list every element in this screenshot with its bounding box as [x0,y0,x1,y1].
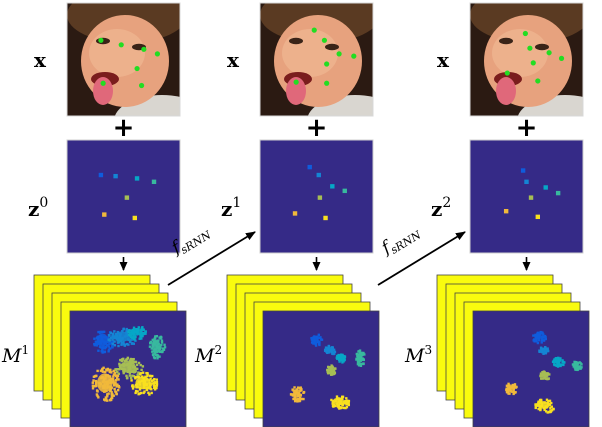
landmark-point [504,70,510,76]
z-landmark-mark [503,208,509,214]
z-landmark-mark [543,185,548,190]
heatmap-blob [538,346,550,355]
heatmap-blob [534,398,555,414]
heatmap-blob [289,386,306,403]
z-landmark-mark [316,172,321,178]
heatmap-blob [127,326,147,341]
landmark-point [527,45,533,51]
z-landmark-mark [132,215,137,221]
heatmap-blob [539,370,551,381]
m-label: M1 [1,343,29,367]
landmark-point [138,82,145,89]
heatmap-blob [330,395,351,410]
landmark-point [118,42,124,48]
z-landmark-mark [113,173,118,179]
input-label: x [34,48,47,72]
landmark-point [351,53,357,59]
z-landmark-mark [528,195,534,200]
z-label: z1 [221,195,241,221]
transition-label: fsRNN [376,220,423,261]
m-label: M2 [194,343,222,367]
heatmap-blob [91,366,121,402]
landmark-point [293,79,299,85]
heatmap-blob [130,371,159,396]
z-label: z2 [431,195,451,221]
z-landmark-mark [317,195,323,200]
landmark-point [324,80,330,86]
z-landmark-mark [292,211,298,216]
landmark-point [321,37,328,43]
landmark-point [535,78,541,84]
heatmap-blob [335,353,347,364]
z-landmark-mark [151,179,157,185]
plus-sign: + [516,113,538,143]
z-landmark-mark [102,212,107,217]
z-landmark-mark [134,176,140,181]
landmark-point [98,37,104,43]
heatmap-blob [93,330,115,354]
landmark-point [530,60,536,66]
z-landmark-mark [535,214,540,220]
m-label: M3 [404,343,432,367]
landmark-point [546,50,552,56]
z-landmark-mark [124,195,130,200]
plus-sign: + [306,113,328,143]
input-label: x [437,48,450,72]
face-image [259,2,374,117]
face-image [469,2,584,117]
heatmap-blob [323,344,337,356]
heatmap-stack [33,274,187,427]
landmark-point [558,55,565,61]
landmark-point [324,61,330,67]
landmark-point [154,51,160,57]
heatmap-blob [310,333,324,347]
heatmap-stack [436,274,590,427]
heatmap-blob [551,356,566,368]
z-landmark-mark [323,215,328,221]
landmark-point [100,80,106,86]
heatmap-blob [505,382,518,396]
heatmap-blob [571,360,583,372]
z-landmark-mark [307,164,312,170]
heatmap-stack [226,274,380,427]
z-label: z0 [28,195,48,221]
z-landmark-mark [98,172,104,178]
z-landmark-mark [342,188,347,194]
heatmap-blob [355,349,366,367]
z-landmark-mark [330,184,335,189]
landmark-point [311,27,317,33]
front-heatmap [262,310,380,427]
landmark-point [141,46,147,52]
z-heatmap [259,139,374,254]
front-heatmap [472,310,590,427]
input-label: x [227,48,240,72]
z-heatmap [469,139,584,254]
heatmap-blob [532,330,547,345]
landmark-point [336,51,342,57]
z-landmark-mark [524,179,529,185]
heatmap-blob [326,364,337,376]
z-heatmap [66,139,181,254]
landmark-point [522,30,528,37]
z-landmark-mark [520,168,526,173]
z-landmark-mark [555,190,561,196]
landmark-point [134,65,140,72]
face-image [66,2,181,117]
heatmap-blob [148,334,167,360]
plus-sign: + [113,113,135,143]
